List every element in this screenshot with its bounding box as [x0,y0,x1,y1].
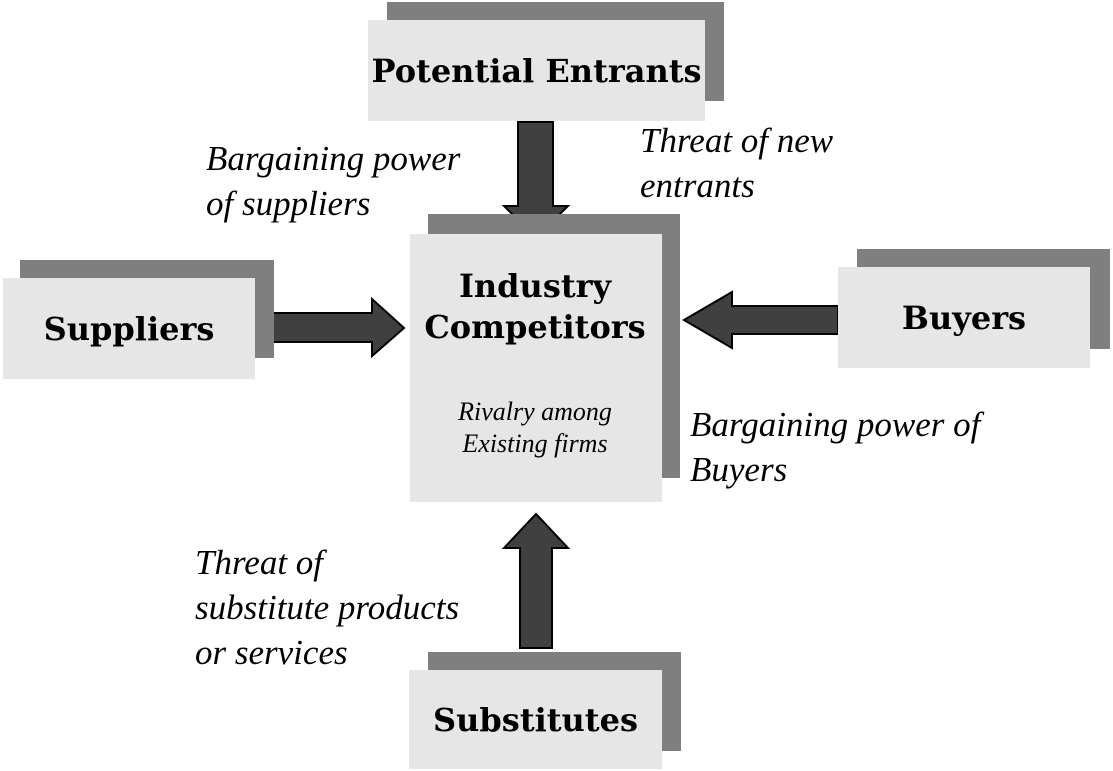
substitutes-label: Substitutes [433,700,638,739]
rivalry-subtitle: Rivalry among Existing firms [410,396,660,460]
buyers-label: Buyers [901,298,1027,337]
label-line: Threat of new [640,121,834,160]
label-line: Threat of [195,543,324,582]
center-title-line1: Industry [458,267,612,305]
center-sub-line2: Existing firms [462,429,608,458]
potential-entrants-box: Potential Entrants [368,20,705,121]
suppliers-label: Suppliers [43,309,215,348]
label-line: Bargaining power [206,139,461,178]
arrow-substitutes-to-center [501,512,571,649]
bargaining-power-suppliers-label: Bargaining power of suppliers [206,136,460,226]
label-line: Bargaining power of [690,405,981,444]
center-title-line2: Competitors [424,308,646,346]
center-sub-line1: Rivalry among [458,397,612,426]
bargaining-power-buyers-label: Bargaining power of Buyers [690,402,980,492]
industry-competitors-title: Industry Competitors [410,266,660,348]
potential-entrants-label: Potential Entrants [371,51,702,90]
substitutes-box: Substitutes [409,670,662,769]
label-line: or services [195,633,348,672]
industry-competitors-box [410,234,662,502]
arrow-suppliers-to-center [271,296,406,359]
threat-substitutes-label: Threat of substitute products or service… [195,540,459,675]
label-line: entrants [640,166,755,205]
arrow-buyers-to-center [682,290,839,350]
threat-new-entrants-label: Threat of new entrants [640,118,833,208]
suppliers-box: Suppliers [3,278,255,379]
label-line: of suppliers [206,184,371,223]
label-line: substitute products [195,588,460,627]
label-line: Buyers [690,450,788,489]
buyers-box: Buyers [838,267,1090,368]
